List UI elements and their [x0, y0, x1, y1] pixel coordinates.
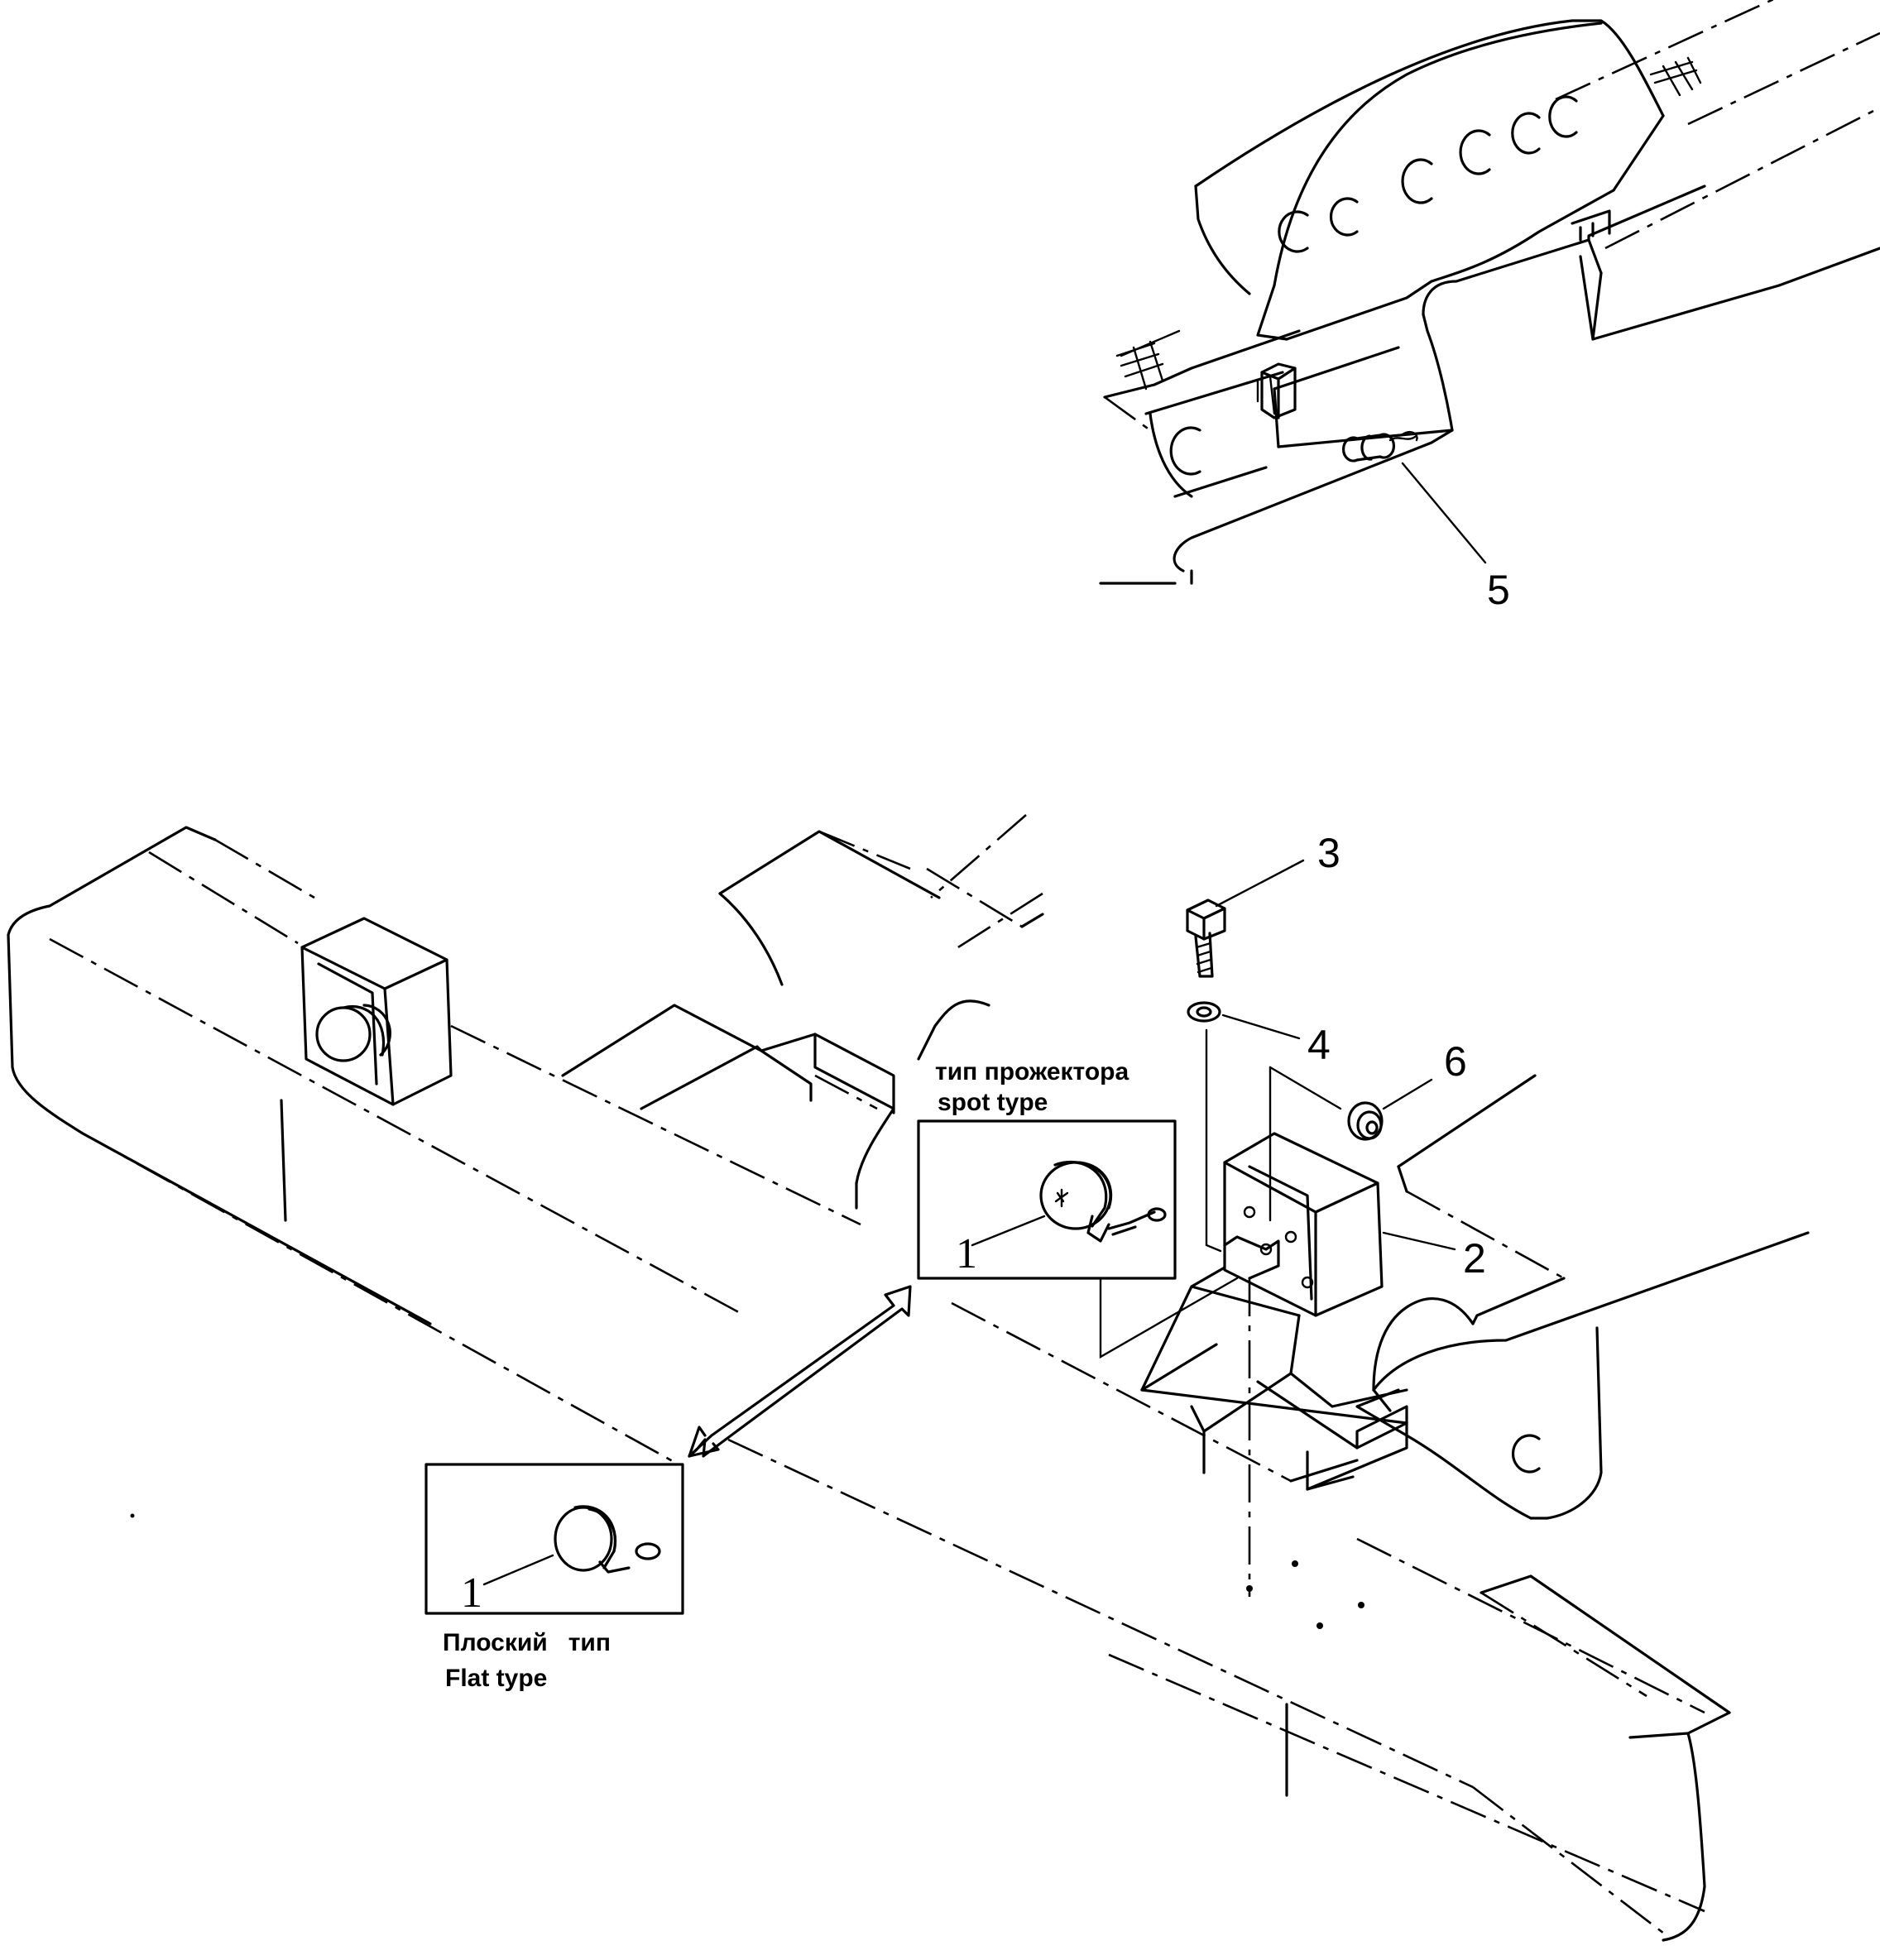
flat-type-caption-ru: Плоский тип — [443, 1629, 611, 1656]
assembly-line-grommet — [1269, 1066, 1342, 1110]
part-6-grommet — [1347, 1101, 1384, 1141]
spot-type-inset — [917, 1119, 1177, 1280]
callout-5: 5 — [1487, 567, 1510, 613]
part-5-light-switch — [1341, 430, 1418, 462]
flat-type-inset — [424, 1463, 684, 1615]
leader-2 — [1382, 1231, 1456, 1251]
callout-4: 4 — [1307, 1022, 1331, 1068]
part-4-washer — [1187, 1001, 1221, 1023]
leader-6 — [1382, 1078, 1433, 1110]
callout-1-spot: 1 — [956, 1230, 977, 1277]
flat-type-caption-en: Flat type — [445, 1665, 547, 1692]
assembly-line-horn — [1099, 1256, 1239, 1359]
stray-dot — [130, 1513, 135, 1518]
hood-holes — [1278, 95, 1578, 253]
assembly-line-bolt — [1205, 1028, 1222, 1253]
callout-2: 2 — [1463, 1235, 1486, 1282]
part-2-bracket — [1223, 1132, 1384, 1317]
lower-frame-detail — [7, 814, 1810, 1942]
beam-light-box — [300, 917, 453, 1106]
callout-1-flat: 1 — [461, 1569, 482, 1617]
spot-type-caption-ru: тип прожектора — [935, 1058, 1129, 1085]
callout-3: 3 — [1317, 830, 1340, 876]
spot-type-caption-en: spot type — [938, 1089, 1048, 1116]
leader-3 — [1215, 859, 1305, 908]
upper-machine-detail — [1099, 0, 1880, 585]
double-arrow — [688, 1285, 912, 1458]
callout-6: 6 — [1444, 1038, 1467, 1085]
leader-4 — [1221, 1014, 1301, 1040]
part-3-bolt — [1186, 899, 1226, 978]
